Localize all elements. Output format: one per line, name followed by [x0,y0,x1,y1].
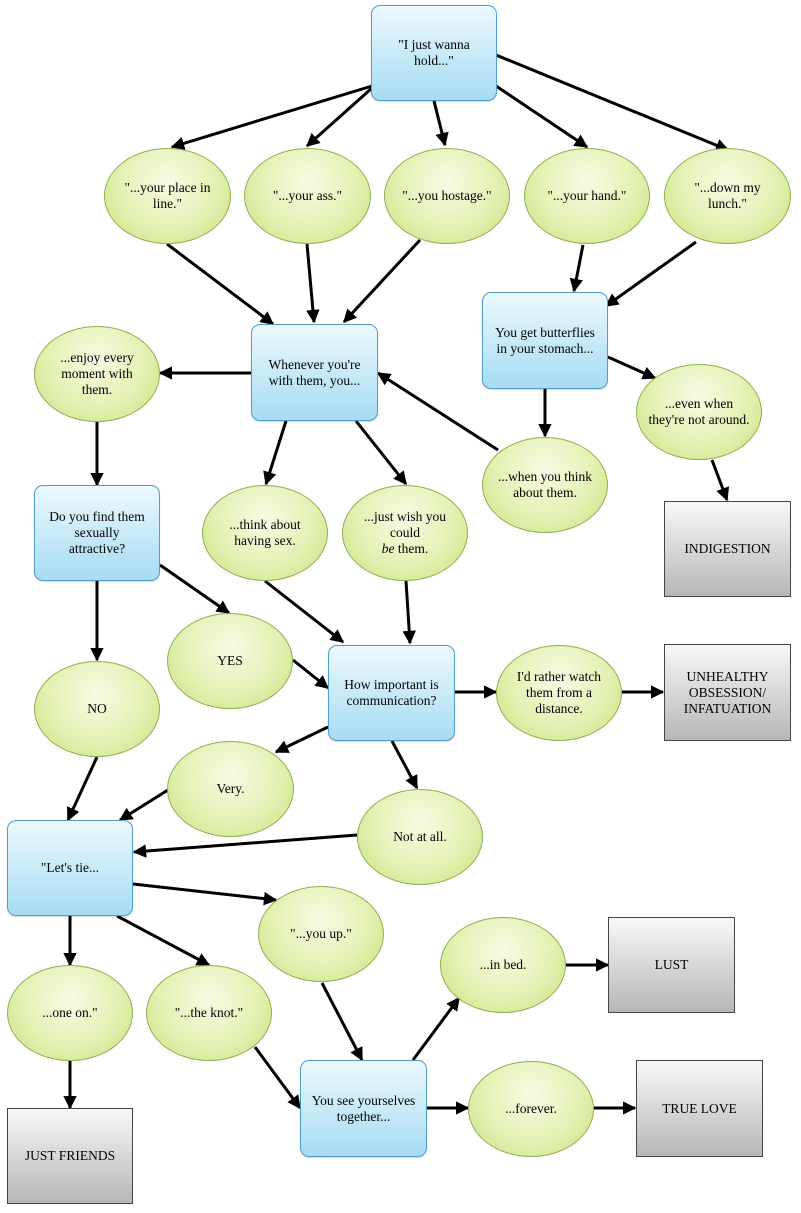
arrow-hostage-to-whenever [342,238,422,324]
arrow-whenever-to-sex [263,420,288,486]
node-think-sex: ...think about having sex. [202,485,328,581]
node-place-in-line: "...your place in line." [104,148,231,244]
arrow-even-to-indigestion [710,459,730,502]
node-the-knot: "...the knot." [146,965,272,1061]
node-hold: "I just wanna hold..." [371,5,497,101]
node-one-on: ...one on." [7,965,133,1061]
node-your-ass: "...your ass." [244,148,371,244]
node-true-love: TRUE LOVE [636,1060,763,1157]
node-very: Very. [167,741,294,837]
arrow-very-to-letstie [118,788,169,822]
arrow-knot-to-seetogether [253,1046,302,1110]
node-butterflies: You get butterflies in your stomach... [482,292,608,389]
arrow-communication-to-notatall [390,740,419,790]
arrow-notatall-to-letstie [132,833,358,858]
node-down-lunch: "...down my lunch." [664,148,791,244]
node-lust: LUST [608,917,735,1013]
wish-be-pre: ...just wish you could [363,509,447,540]
arrow-attractive-to-yes [159,563,231,615]
node-yes: YES [167,613,293,709]
node-lets-tie: "Let's tie... [7,820,133,916]
node-obsession: UNHEALTHY OBSESSION/ INFATUATION [664,644,791,741]
node-you-hostage: "...you hostage." [384,148,510,244]
wish-be-emphasis: be [381,541,395,556]
arrow-lunch-to-butterflies [604,240,697,308]
arrow-butterflies-to-even [607,355,657,380]
arrow-place-to-whenever [166,242,275,326]
node-whenever: Whenever you're with them, you... [251,324,378,421]
arrow-ass-to-whenever [305,243,320,324]
arrow-seetogether-to-inbed [411,996,461,1061]
arrow-hold-to-lunch [495,53,730,152]
node-enjoy-moment: ...enjoy every moment with them. [34,326,160,422]
node-just-friends: JUST FRIENDS [7,1108,133,1204]
arrow-youup-to-seetogether [320,982,364,1062]
node-even-when: ...even when they're not around. [636,364,762,460]
arrow-no-to-letstie [66,756,99,822]
arrow-hold-to-hand [495,84,589,149]
node-your-hand: "...your hand." [524,148,650,244]
arrow-whenever-to-wish [354,420,408,486]
arrow-yes-to-communication [292,658,330,690]
arrow-wish-to-communication [402,580,416,645]
node-no: NO [34,661,160,757]
arrow-hand-to-butterflies [569,244,585,293]
node-see-together: You see yourselves together... [300,1060,427,1157]
node-in-bed: ...in bed. [440,917,566,1013]
node-when-think: ...when you think about them. [482,437,608,533]
arrow-hold-to-place [170,84,373,150]
arrow-letstie-to-youup [132,882,278,906]
arrow-hold-to-ass [305,86,373,148]
wish-be-post: them. [397,541,429,556]
node-you-up: "...you up." [258,886,384,982]
node-forever: ...forever. [468,1061,594,1157]
node-rather-watch: I'd rather watch them from a distance. [496,645,622,741]
arrow-hold-to-hostage [432,100,449,147]
arrow-communication-to-very [274,725,329,754]
node-communication: How important is communication? [328,645,455,741]
node-indigestion: INDIGESTION [664,501,791,597]
arrow-think-to-whenever [376,371,499,452]
node-sexually-attractive: Do you find them sexually attractive? [34,485,160,581]
node-not-at-all: Not at all. [357,789,483,885]
arrow-letstie-to-knot [116,914,211,967]
